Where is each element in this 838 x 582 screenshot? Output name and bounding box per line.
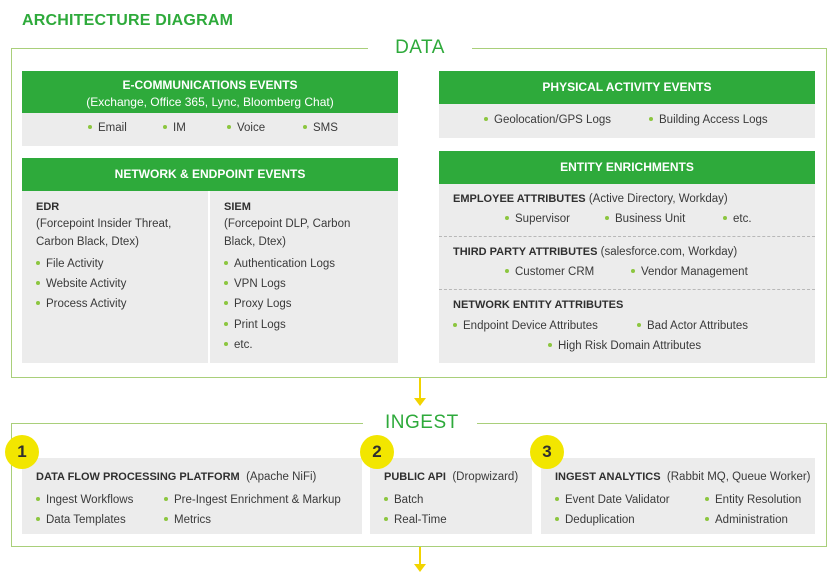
list-item: Batch: [384, 494, 423, 506]
ecomm-events-header: E-COMMUNICATIONS EVENTS (Exchange, Offic…: [22, 71, 398, 113]
list-item: File Activity: [36, 258, 104, 270]
third-party-attributes-heading: THIRD PARTY ATTRIBUTES (salesforce.com, …: [453, 246, 737, 258]
ecomm-events-title: E-COMMUNICATIONS EVENTS: [122, 78, 298, 92]
edr-title: EDR: [36, 201, 60, 213]
list-item: Deduplication: [555, 514, 635, 526]
list-item: Building Access Logs: [649, 114, 768, 126]
list-item: Data Templates: [36, 514, 126, 526]
employee-attributes-heading: EMPLOYEE ATTRIBUTES (Active Directory, W…: [453, 193, 728, 205]
public-api-heading: PUBLIC API (Dropwizard): [384, 471, 518, 483]
column-divider: [208, 191, 210, 363]
list-item: SMS: [303, 122, 338, 134]
list-item: Ingest Workflows: [36, 494, 133, 506]
list-item: Business Unit: [605, 213, 685, 225]
ecomm-events-subtitle: (Exchange, Office 365, Lync, Bloomberg C…: [86, 95, 334, 109]
list-item: Event Date Validator: [555, 494, 670, 506]
third-party-attributes-detail: (salesforce.com, Workday): [600, 246, 738, 258]
flow-arrow-shaft: [419, 547, 421, 565]
list-item: Print Logs: [224, 319, 286, 331]
list-item: Website Activity: [36, 278, 126, 290]
flow-arrow-down-icon: [414, 398, 426, 406]
third-party-attributes-title: THIRD PARTY ATTRIBUTES: [453, 246, 598, 258]
step-2-badge: 2: [360, 435, 394, 469]
list-item: Metrics: [164, 514, 211, 526]
list-item: Proxy Logs: [224, 298, 292, 310]
step-3-badge: 3: [530, 435, 564, 469]
public-api-panel: PUBLIC API (Dropwizard) Batch Real-Time: [370, 458, 532, 534]
list-item: Email: [88, 122, 127, 134]
employee-attributes-detail: (Active Directory, Workday): [588, 193, 728, 205]
siem-title: SIEM: [224, 201, 251, 213]
list-item: Process Activity: [36, 298, 127, 310]
network-endpoint-title: NETWORK & ENDPOINT EVENTS: [114, 167, 306, 181]
ingest-analytics-heading: INGEST ANALYTICS (Rabbit MQ, Queue Worke…: [555, 471, 811, 483]
network-entity-attributes-heading: NETWORK ENTITY ATTRIBUTES: [453, 299, 623, 311]
network-endpoint-panel: NETWORK & ENDPOINT EVENTS EDR (Forcepoin…: [22, 158, 398, 363]
list-item: High Risk Domain Attributes: [548, 340, 701, 352]
list-item: Voice: [227, 122, 265, 134]
data-flow-detail: (Apache NiFi): [246, 471, 317, 483]
physical-activity-title: PHYSICAL ACTIVITY EVENTS: [542, 80, 712, 94]
entity-enrichments-title: ENTITY ENRICHMENTS: [560, 160, 694, 174]
list-item: Endpoint Device Attributes: [453, 320, 598, 332]
data-section-title: DATA: [368, 37, 472, 59]
network-entity-attributes-title: NETWORK ENTITY ATTRIBUTES: [453, 299, 624, 311]
entity-enrichments-panel: ENTITY ENRICHMENTS EMPLOYEE ATTRIBUTES (…: [439, 151, 815, 363]
list-item: Real-Time: [384, 514, 447, 526]
ingest-analytics-panel: INGEST ANALYTICS (Rabbit MQ, Queue Worke…: [541, 458, 815, 534]
data-flow-title: DATA FLOW PROCESSING PLATFORM: [36, 471, 240, 483]
section-divider: [439, 236, 815, 237]
list-item: VPN Logs: [224, 278, 286, 290]
public-api-detail: (Dropwizard): [452, 471, 519, 483]
ecomm-events-panel: E-COMMUNICATIONS EVENTS (Exchange, Offic…: [22, 71, 398, 146]
list-item: etc.: [224, 339, 253, 351]
ingest-section-title: INGEST: [363, 412, 477, 434]
list-item: Supervisor: [505, 213, 570, 225]
physical-activity-panel: PHYSICAL ACTIVITY EVENTS Geolocation/GPS…: [439, 71, 815, 138]
edr-description: (Forcepoint Insider Threat, Carbon Black…: [36, 218, 172, 248]
physical-activity-header: PHYSICAL ACTIVITY EVENTS: [439, 71, 815, 104]
entity-enrichments-header: ENTITY ENRICHMENTS: [439, 151, 815, 184]
list-item: Authentication Logs: [224, 258, 335, 270]
list-item: etc.: [723, 213, 752, 225]
network-endpoint-header: NETWORK & ENDPOINT EVENTS: [22, 158, 398, 191]
flow-arrow-shaft: [419, 378, 421, 400]
ingest-analytics-detail: (Rabbit MQ, Queue Worker): [666, 471, 811, 483]
page-title: ARCHITECTURE DIAGRAM: [22, 12, 234, 29]
ingest-analytics-title: INGEST ANALYTICS: [555, 471, 661, 483]
list-item: Customer CRM: [505, 266, 594, 278]
employee-attributes-title: EMPLOYEE ATTRIBUTES: [453, 193, 586, 205]
flow-arrow-down-icon: [414, 564, 426, 572]
list-item: Geolocation/GPS Logs: [484, 114, 611, 126]
data-flow-processing-panel: DATA FLOW PROCESSING PLATFORM (Apache Ni…: [22, 458, 362, 534]
list-item: IM: [163, 122, 186, 134]
list-item: Bad Actor Attributes: [637, 320, 748, 332]
data-flow-heading: DATA FLOW PROCESSING PLATFORM (Apache Ni…: [36, 471, 316, 483]
step-1-badge: 1: [5, 435, 39, 469]
siem-description: (Forcepoint DLP, Carbon Black, Dtex): [224, 218, 351, 248]
section-divider: [439, 289, 815, 290]
list-item: Administration: [705, 514, 788, 526]
list-item: Vendor Management: [631, 266, 748, 278]
list-item: Entity Resolution: [705, 494, 801, 506]
public-api-title: PUBLIC API: [384, 471, 446, 483]
list-item: Pre-Ingest Enrichment & Markup: [164, 494, 341, 506]
